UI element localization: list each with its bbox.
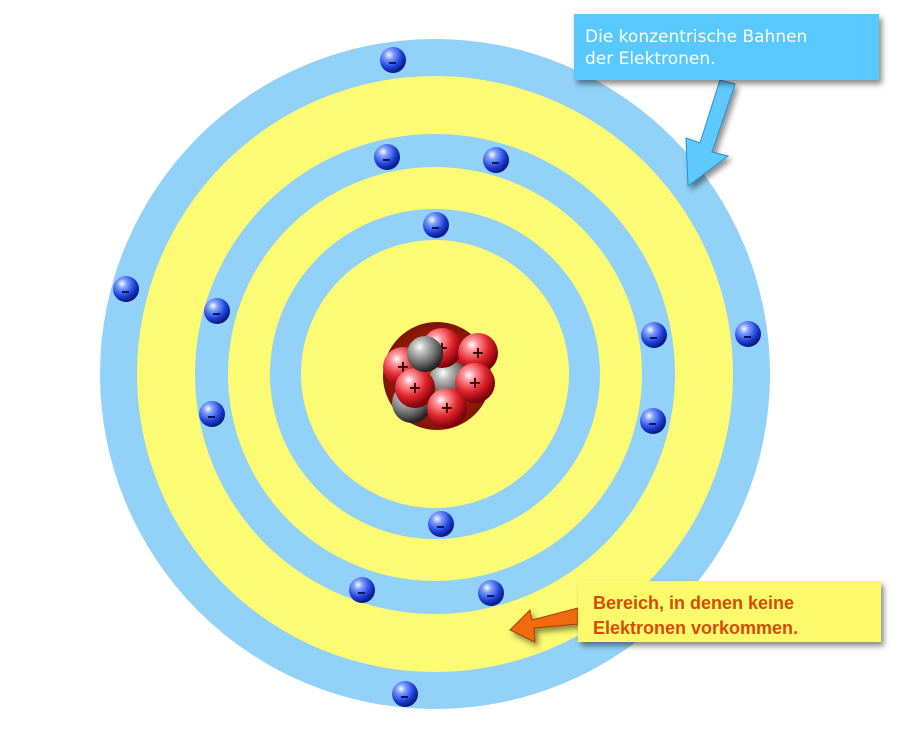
gaps-callout-arrow [509, 607, 579, 643]
electron [735, 321, 761, 347]
electron [478, 580, 504, 606]
svg-text:+: + [471, 343, 484, 362]
gaps-callout-box [578, 581, 881, 642]
proton: + [395, 368, 435, 408]
nucleus: + + + + + + [383, 322, 498, 430]
gaps-callout: Bereich, in denen keine Elektronen vorko… [509, 581, 881, 643]
svg-text:+: + [408, 378, 421, 397]
proton: + [455, 363, 495, 403]
electron [374, 144, 400, 170]
electron [204, 298, 230, 324]
orbits-callout-arrow [685, 79, 736, 187]
electron [641, 322, 667, 348]
electron [113, 276, 139, 302]
electron [380, 47, 406, 73]
gaps-callout-line-2: Elektronen vorkommen. [593, 618, 798, 638]
svg-text:+: + [440, 398, 453, 417]
proton: + [458, 333, 498, 373]
orbits-callout-line-2: der Elektronen. [585, 49, 716, 69]
electron [349, 577, 375, 603]
electron [428, 511, 454, 537]
electron [423, 212, 449, 238]
svg-text:+: + [468, 373, 481, 392]
neutron [407, 336, 443, 372]
orbits-callout: Die konzentrische Bahnen der Elektronen. [574, 14, 879, 187]
electron [640, 408, 666, 434]
electron [392, 681, 418, 707]
electron [199, 401, 225, 427]
gaps-callout-line-1: Bereich, in denen keine [593, 593, 794, 613]
orbits-callout-box [574, 14, 879, 80]
proton: + [427, 388, 467, 428]
electron [483, 147, 509, 173]
orbits-callout-line-1: Die konzentrische Bahnen [585, 27, 807, 47]
